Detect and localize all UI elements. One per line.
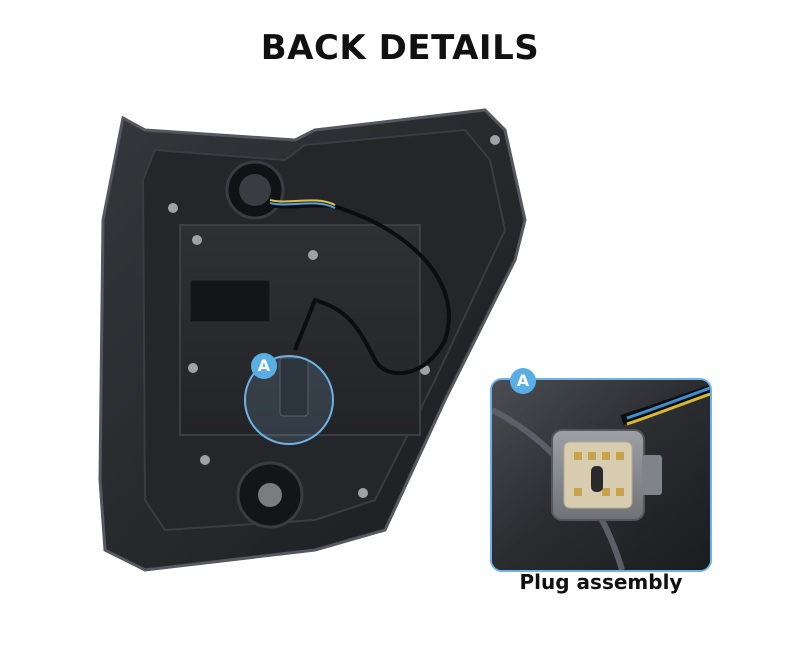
plug-detail-photo xyxy=(492,380,710,570)
tail-light-back-photo xyxy=(98,108,527,572)
page-title: BACK DETAILS xyxy=(260,28,540,68)
plug-caption: Plug assembly xyxy=(519,570,683,594)
detail-badge-a: A xyxy=(510,368,536,394)
plug-detail-inset xyxy=(490,378,712,572)
callout-badge-a: A xyxy=(251,353,277,379)
